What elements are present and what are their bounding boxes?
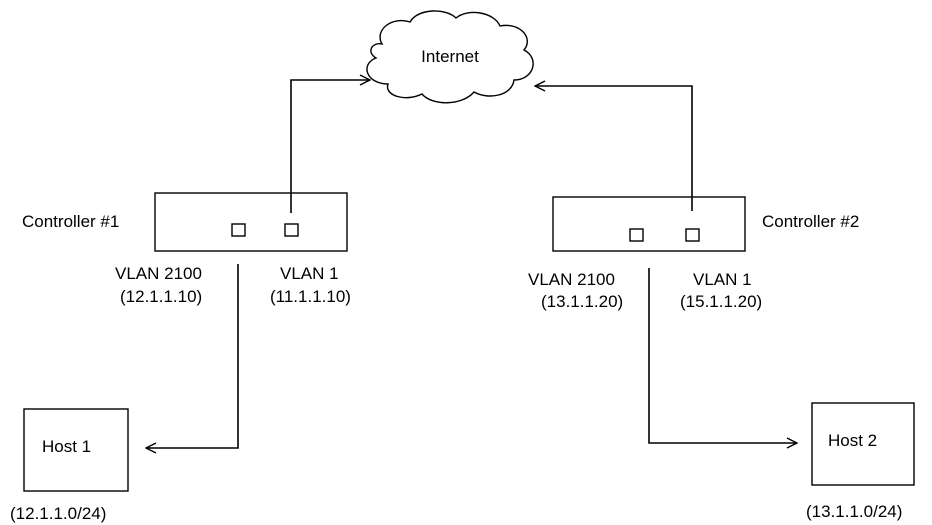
- controller-1-vlan2100-ip: (12.1.1.10): [120, 287, 202, 306]
- host-2-label: Host 2: [828, 431, 877, 450]
- controller-2-vlan2100-ip: (13.1.1.20): [541, 292, 623, 311]
- controller-2-vlan1-name: VLAN 1: [693, 270, 752, 289]
- host-2-subnet: (13.1.1.0/24): [806, 502, 902, 521]
- host-1-subnet: (12.1.1.0/24): [10, 504, 106, 523]
- link-controller1-to-host1: [146, 264, 239, 448]
- controller-2-vlan2100-name: VLAN 2100: [528, 270, 615, 289]
- host-1-label: Host 1: [42, 437, 91, 456]
- link-controller1-to-internet: [290, 80, 370, 213]
- internet-cloud: Internet: [366, 10, 534, 104]
- host-2-box: [811, 402, 915, 486]
- host-2: Host 2 (13.1.1.0/24): [806, 402, 915, 521]
- controller-2-box: [552, 196, 746, 252]
- link-controller2-to-internet: [535, 86, 693, 211]
- controller-1-vlan1-name: VLAN 1: [280, 264, 339, 283]
- host-1-box: [23, 408, 129, 492]
- cloud-shape: [366, 10, 534, 104]
- controller-1: Controller #1 VLAN 2100 (12.1.1.10) VLAN…: [22, 192, 351, 306]
- controller-1-box: [154, 192, 348, 252]
- internet-label: Internet: [421, 47, 479, 66]
- controller-1-port-vlan1: [284, 223, 299, 237]
- controller-1-vlan2100-name: VLAN 2100: [115, 264, 202, 283]
- host-1: Host 1 (12.1.1.0/24): [10, 408, 129, 523]
- controller-2-port-vlan2100: [629, 228, 644, 242]
- link-controller2-to-host2: [648, 268, 797, 443]
- controller-1-vlan1-ip: (11.1.1.10): [270, 287, 351, 306]
- controller-1-port-vlan2100: [231, 223, 246, 237]
- controller-2-port-vlan1: [685, 228, 700, 242]
- controller-2-vlan1-ip: (15.1.1.20): [680, 292, 762, 311]
- controller-2-label: Controller #2: [762, 212, 859, 231]
- controller-1-label: Controller #1: [22, 212, 119, 231]
- controller-2: Controller #2 VLAN 2100 (13.1.1.20) VLAN…: [528, 196, 859, 311]
